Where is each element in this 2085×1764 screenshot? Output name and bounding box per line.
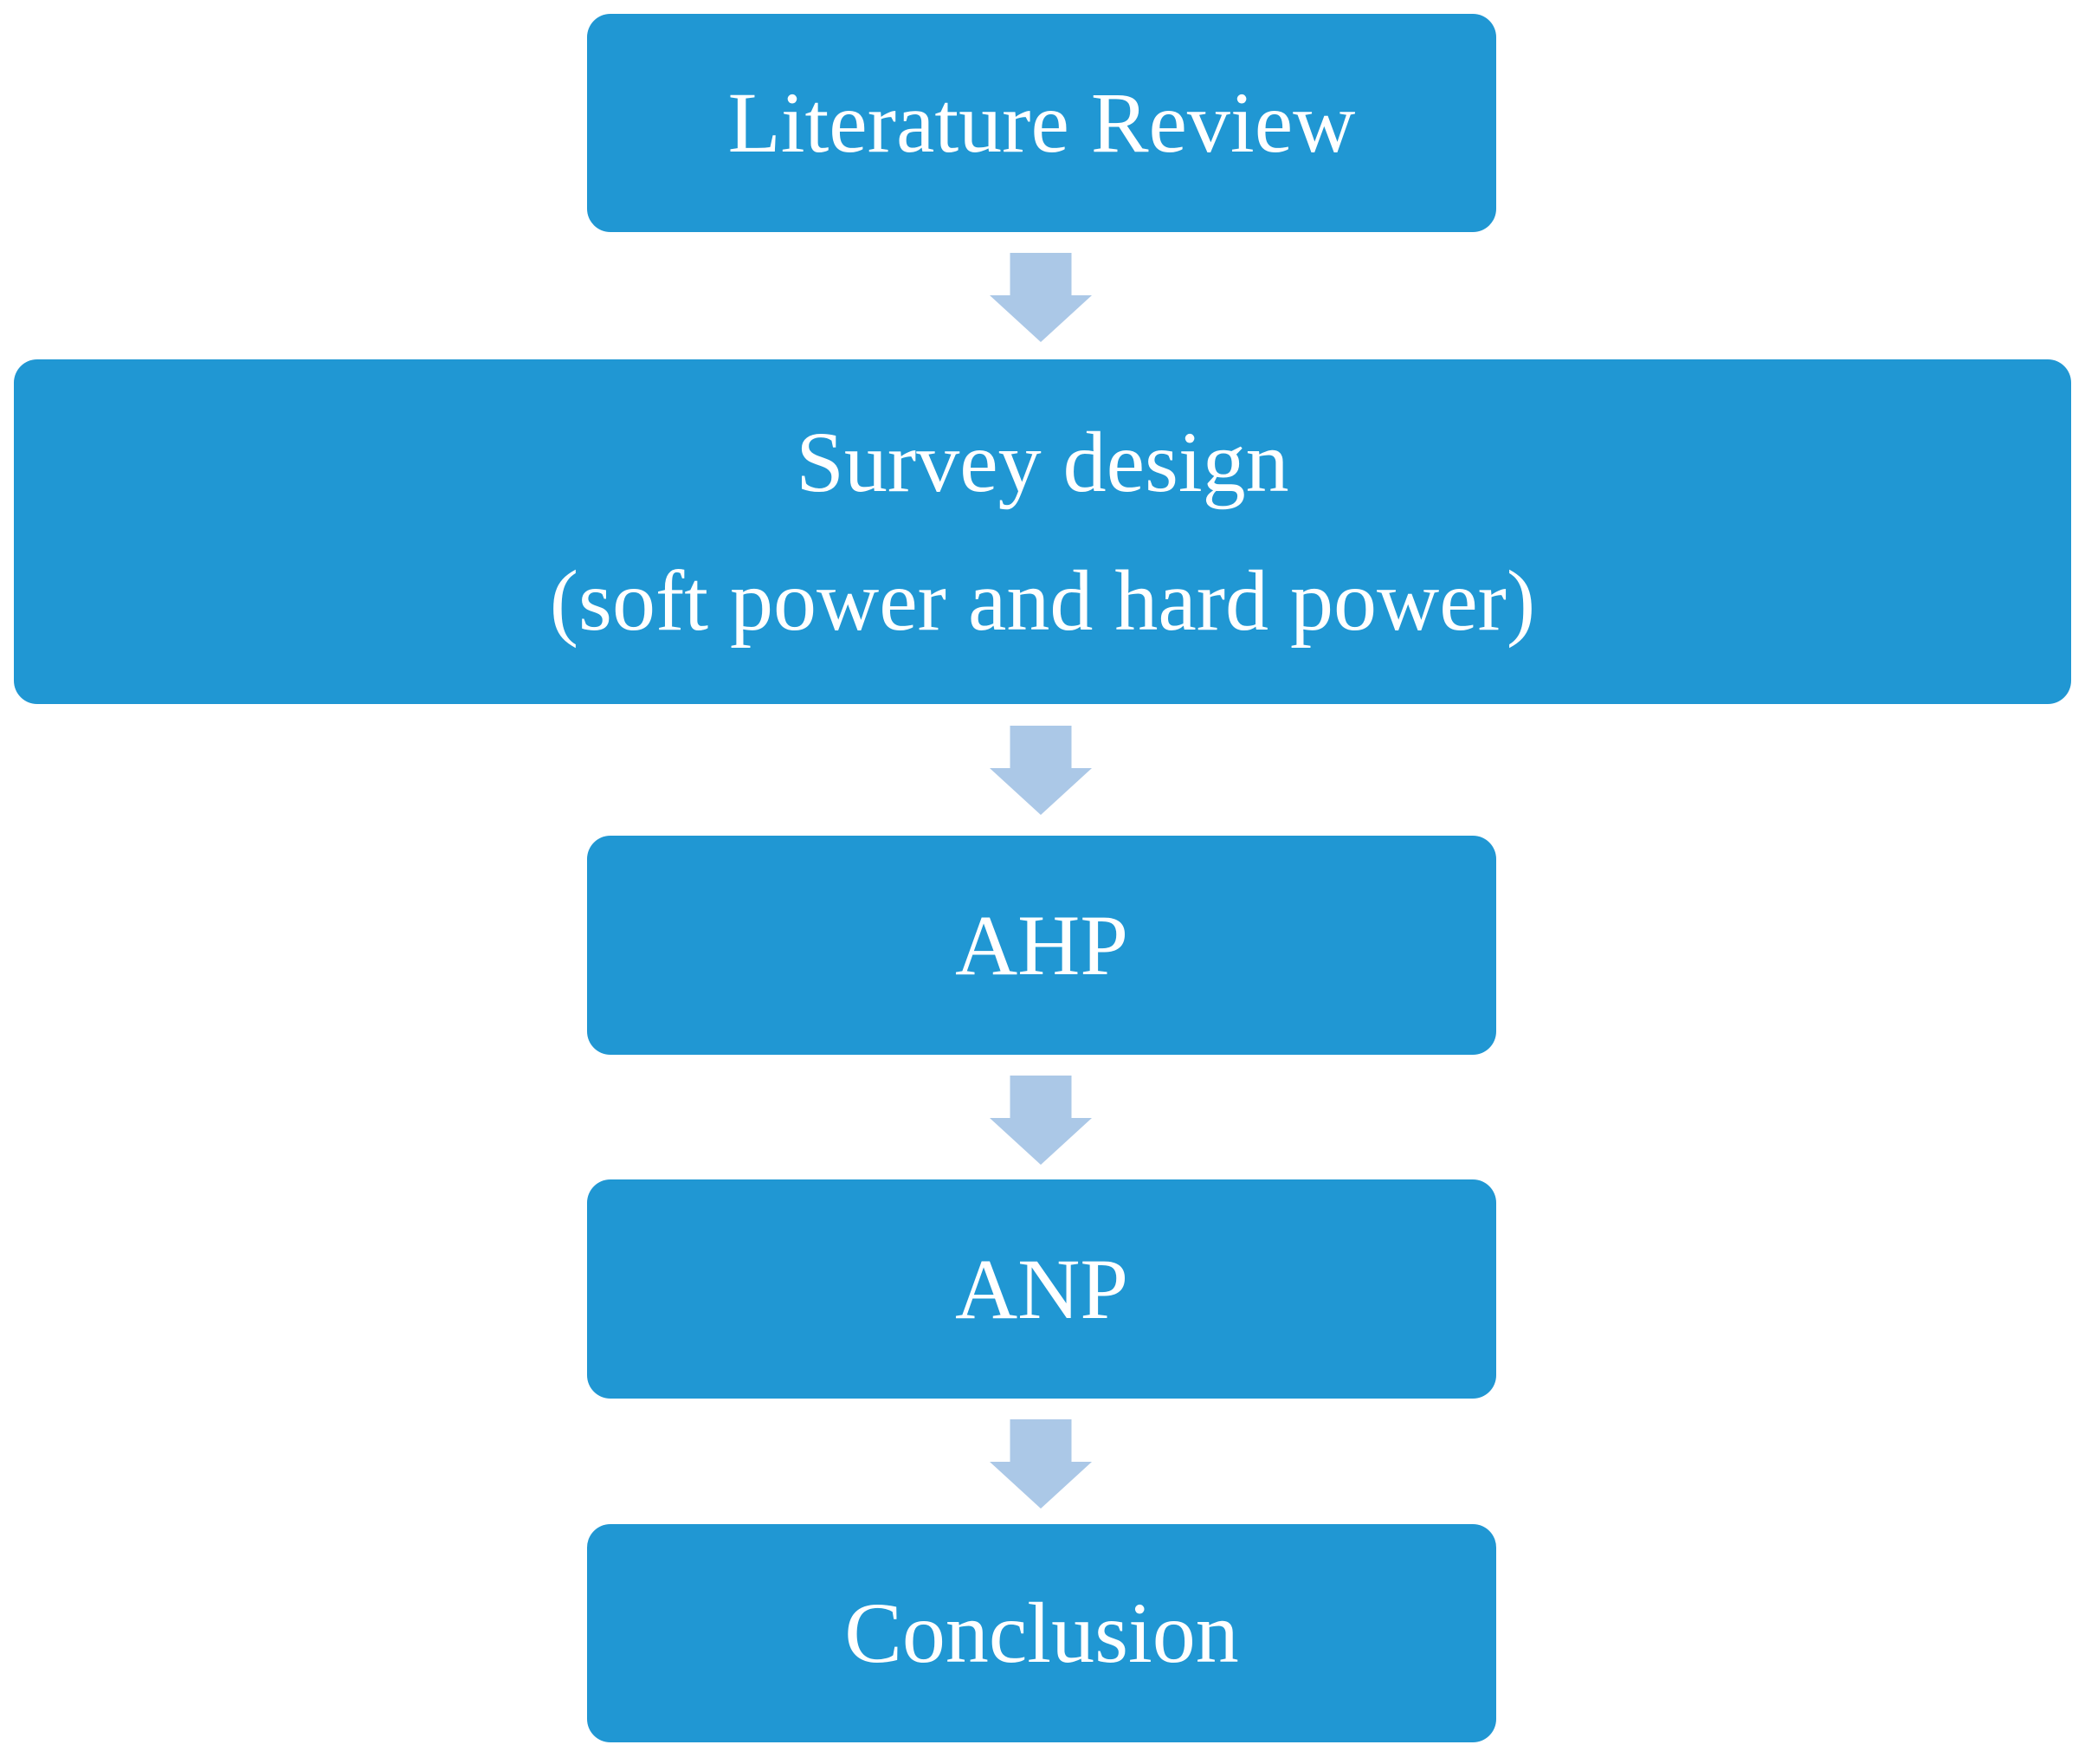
step-sublabel: (soft power and hard power)	[549, 552, 1536, 649]
step-label: Conclusion	[844, 1585, 1239, 1681]
flowchart-step-ahp: AHP	[587, 836, 1496, 1055]
step-label: ANP	[954, 1240, 1129, 1337]
step-label: AHP	[954, 896, 1129, 993]
flowchart-step-anp: ANP	[587, 1179, 1496, 1399]
down-arrow-icon	[990, 1419, 1092, 1509]
flowchart-step-survey-design: Survey design (soft power and hard power…	[14, 359, 2071, 704]
flowchart-step-literature-review: Literature Review	[587, 14, 1496, 232]
down-arrow-icon	[990, 253, 1092, 342]
down-arrow-icon	[990, 1076, 1092, 1165]
flowchart-step-conclusion: Conclusion	[587, 1524, 1496, 1742]
step-label: Literature Review	[727, 74, 1356, 171]
step-label: Survey design	[796, 414, 1289, 510]
down-arrow-icon	[990, 726, 1092, 815]
